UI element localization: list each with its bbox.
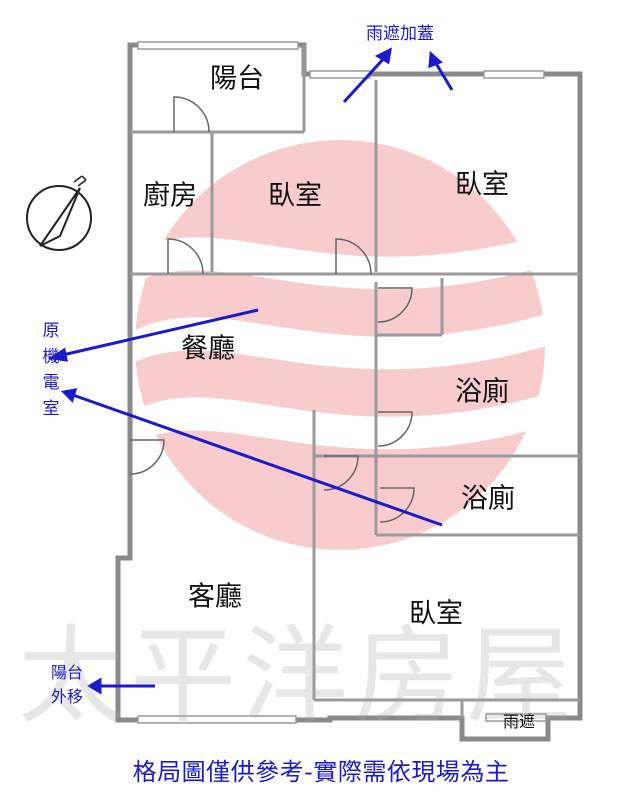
room-kitchen: 廚房 [143, 180, 197, 212]
room-balcony: 陽台 [210, 63, 264, 95]
room-bath-1: 浴廁 [455, 376, 509, 408]
room-bedroom-2: 臥室 [455, 169, 509, 201]
annotation-roof-cover: 雨遮加蓋 [366, 24, 434, 44]
logo-watermark [135, 140, 560, 550]
room-living: 客廳 [188, 581, 242, 613]
annotation-arrows [47, 47, 454, 695]
room-dining: 餐廳 [181, 333, 235, 365]
annotation-balcony-moved: 陽台外移 [50, 663, 83, 706]
inner-walls [130, 45, 580, 718]
room-awning: 雨遮 [502, 712, 536, 731]
footer-disclaimer: 格局圖僅供參考-實際需依現場為主 [132, 758, 510, 786]
annotation-machine-room: 原機電室 [42, 321, 60, 419]
room-bedroom-1: 臥室 [268, 180, 322, 212]
doors [129, 96, 415, 523]
windows [137, 41, 547, 724]
walls [115, 42, 583, 742]
room-bath-2: 浴廁 [461, 483, 515, 515]
north-arrow-icon [26, 175, 92, 251]
room-bedroom-3: 臥室 [409, 598, 463, 630]
watermark-text: 太平洋房屋 [18, 615, 578, 738]
